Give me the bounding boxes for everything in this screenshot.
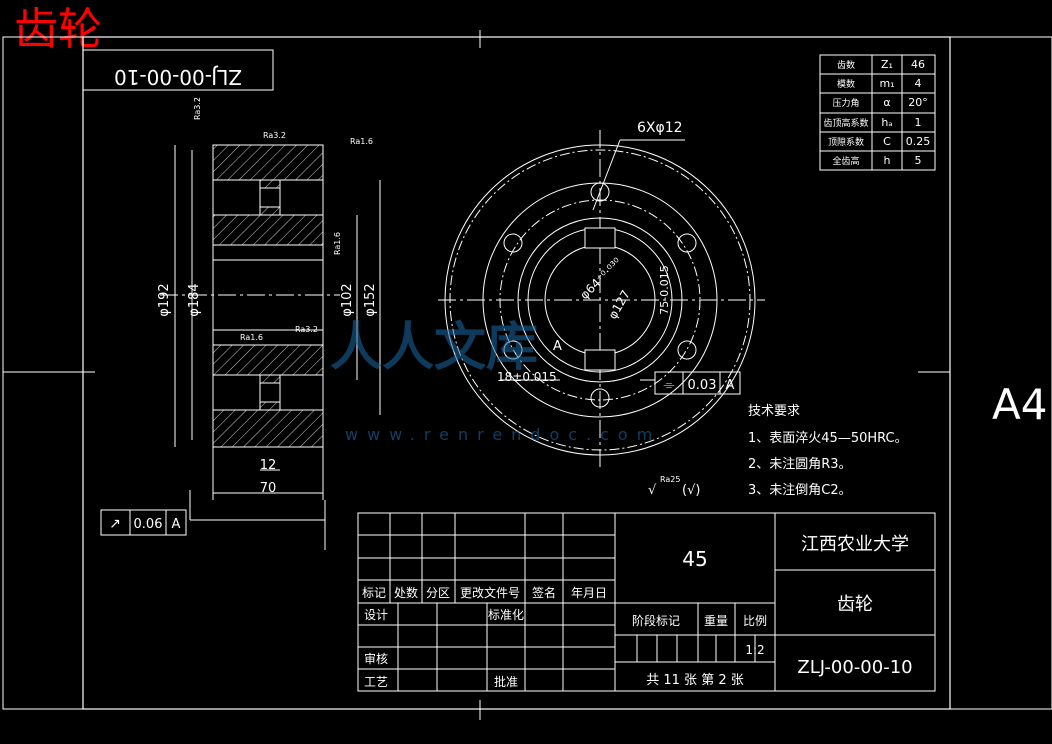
symmetry-symbol: ⌯ — [663, 377, 674, 393]
border-frame — [82, 36, 951, 710]
roughness-6: Ra3.2 — [295, 325, 318, 334]
params-cell-sym: C — [883, 135, 891, 148]
drawing-no-rotated: ZLJ-00-00-10 — [114, 65, 242, 89]
tb-label-check: 审核 — [364, 651, 388, 666]
tb-label-std: 标准化 — [488, 608, 524, 622]
title-block — [357, 512, 936, 692]
general-rough-check: √ — [648, 483, 657, 498]
datum-a-marker: A — [553, 339, 562, 354]
runout-value: 0.06 — [134, 517, 163, 532]
roughness-5: Ra1.6 — [240, 333, 263, 342]
roughness-2: Ra3.2 — [263, 131, 286, 140]
tb-label-mark: 标记 — [362, 586, 386, 600]
drawing-title: 齿轮 — [14, 4, 102, 55]
params-cell-sym: α — [883, 96, 890, 109]
roughness-4: Ra1.6 — [333, 232, 342, 255]
tech-req-item-3: 3、未注倒角C2。 — [748, 483, 852, 498]
params-cell-name: 顶隙系数 — [828, 136, 864, 148]
dim-key-height: 75-0.015 — [658, 265, 671, 314]
roughness-3: Ra1.6 — [350, 137, 373, 146]
watermark-logo: 人人文库 — [330, 318, 538, 378]
tb-label-approve: 批准 — [494, 674, 518, 689]
dim-d192: φ192 — [157, 283, 172, 316]
dim-d152: φ152 — [363, 283, 378, 316]
params-table: 齿数 Z₁ 46 模数 m₁ 4 压力角 α 20° 齿顶高系数 hₐ 1 顶隙系数 C 0.25 全齿高 h 5 — [819, 54, 936, 171]
tb-scale-value: 1:2 — [745, 643, 764, 657]
front-view — [438, 130, 765, 470]
params-cell-name: 模数 — [837, 78, 855, 90]
params-cell-sym: h — [884, 154, 891, 167]
symmetry-datum: A — [726, 378, 735, 393]
tb-label-process: 工艺 — [364, 675, 388, 689]
general-rough-paren: (√) — [682, 483, 700, 498]
dim-d102: φ102 — [340, 283, 355, 316]
params-cell-val: 0.25 — [906, 135, 931, 148]
tb-label-sign: 签名 — [532, 585, 556, 600]
params-cell-val: 46 — [911, 58, 925, 71]
dim-d127: φ127 — [605, 288, 633, 322]
watermark-url: www.renrendoc.com — [345, 425, 661, 444]
dim-holes: 6Xφ12 — [637, 120, 683, 136]
tb-part-name: 齿轮 — [837, 594, 873, 615]
tb-label-scale: 比例 — [743, 614, 767, 628]
tb-drawing-no: ZLJ-00-00-10 — [797, 657, 912, 678]
dim-d184: φ184 — [187, 283, 202, 316]
params-cell-val: 5 — [915, 154, 922, 167]
params-cell-name: 齿顶高系数 — [823, 117, 868, 129]
roughness-1: Ra3.2 — [193, 97, 202, 120]
tech-req-heading: 技术要求 — [748, 404, 800, 419]
params-cell-val: 1 — [915, 116, 922, 129]
dim-width-12: 12 — [260, 458, 277, 473]
tb-label-change-doc: 更改文件号 — [460, 585, 520, 600]
params-cell-name: 齿数 — [837, 59, 855, 71]
runout-symbol: ↗ — [109, 516, 121, 532]
symmetry-frame — [654, 371, 741, 395]
section-view — [160, 144, 381, 550]
runout-frame — [100, 509, 187, 536]
params-cell-name: 压力角 — [832, 97, 859, 109]
drawing-no-box — [82, 49, 274, 91]
tb-material: 45 — [682, 547, 707, 571]
tb-school: 江西农业大学 — [801, 534, 909, 555]
params-cell-val: 20° — [908, 96, 928, 109]
tb-label-count: 处数 — [394, 585, 418, 600]
tb-label-design: 设计 — [364, 608, 388, 622]
general-rough-value: Ra25 — [660, 475, 680, 484]
params-cell-sym: Z₁ — [881, 58, 893, 71]
tech-req-item-2: 2、未注圆角R3。 — [748, 457, 852, 472]
sheet-size-label: A4 — [992, 380, 1048, 429]
params-cell-sym: hₐ — [881, 116, 892, 129]
tb-sheets: 共 11 张 第 2 张 — [646, 673, 743, 688]
params-cell-val: 4 — [915, 77, 922, 90]
tb-label-stage: 阶段标记 — [632, 613, 680, 628]
symmetry-value: 0.03 — [688, 378, 717, 393]
tb-label-date: 年月日 — [571, 586, 607, 600]
tb-label-zone: 分区 — [426, 586, 450, 600]
tech-req-item-1: 1、表面淬火45—50HRC。 — [748, 431, 908, 446]
runout-datum: A — [172, 517, 181, 532]
dim-key-width: 18±0.015 — [497, 370, 557, 384]
tb-label-weight: 重量 — [704, 614, 728, 628]
dim-width-70: 70 — [260, 481, 277, 496]
params-cell-sym: m₁ — [879, 77, 894, 90]
params-cell-name: 全齿高 — [832, 155, 859, 167]
